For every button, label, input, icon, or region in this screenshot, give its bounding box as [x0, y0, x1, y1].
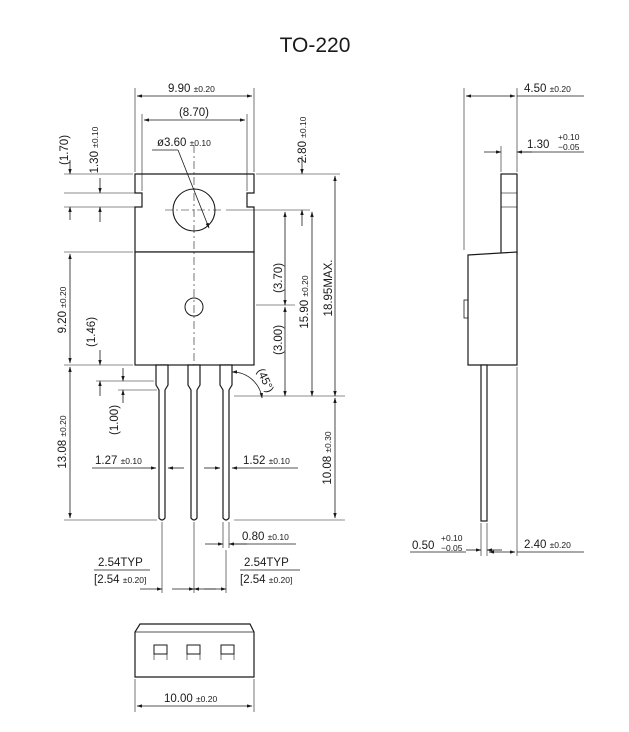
lead-1 — [155, 364, 169, 521]
dim-side-tab-tol-minus: −0.05 — [558, 142, 580, 152]
side-tab — [500, 173, 518, 255]
leads — [155, 364, 233, 521]
dim-inner-width: (8.70) — [179, 107, 209, 119]
dim-lower-step: (3.00) — [273, 325, 285, 355]
side-body — [467, 251, 518, 366]
bottom-pin-1 — [153, 644, 168, 655]
dim-width: 9.90 ±0.20 — [168, 83, 215, 95]
dim-side-thickness: 4.50 ±0.20 — [524, 83, 571, 95]
dim-side-lead: 0.50 — [412, 540, 434, 552]
dim-side-lead-tol-plus: +0.10 — [441, 533, 463, 543]
dim-hole-offset: 2.80 ±0.10 — [297, 116, 309, 163]
side-view: 4.50 ±0.20 1.30 +0.10 −0.05 0.50 +0.10 −… — [410, 83, 584, 556]
dim-angle: (45°) — [254, 367, 276, 395]
dim-lead-total: 13.08 ±0.20 — [57, 415, 69, 468]
dim-body-height: 9.20 ±0.20 — [57, 286, 69, 333]
bottom-pin-3 — [220, 644, 235, 655]
bottom-view: 10.00 ±0.20 — [134, 623, 255, 712]
dim-pitch-left: 2.54TYP — [98, 557, 143, 569]
dim-side-lead-tol-minus: −0.05 — [441, 543, 463, 553]
dim-bottom-width: 10.00 ±0.20 — [164, 693, 217, 705]
angle-arc — [231, 370, 263, 399]
dim-tab-top: (1.70) — [59, 135, 71, 165]
dim-lead-step: (1.00) — [109, 405, 121, 435]
dim-side-tab-tol-plus: +0.10 — [558, 132, 580, 142]
dim-side-tab: 1.30 — [527, 139, 549, 151]
dim-body-to-leads: 15.90 ±0.20 — [299, 275, 311, 328]
dim-pitch-right-bracket: [2.54 ±0.20] — [240, 574, 292, 586]
dim-lead-shoulder: (1.46) — [86, 317, 98, 347]
front-view: 9.90 ±0.20 (8.70) ø3.60 ±0.10 (1.70) 1.3… — [57, 83, 345, 593]
lead-3 — [219, 364, 233, 521]
dim-lead-length: 10.08 ±0.30 — [322, 431, 334, 484]
dim-side-lead-offset: 2.40 ±0.20 — [524, 539, 571, 551]
mounting-tab — [134, 173, 255, 253]
package-title: TO-220 — [280, 34, 351, 57]
dim-hole-diameter: ø3.60 ±0.10 — [157, 137, 211, 149]
dim-pitch-right: 2.54TYP — [244, 557, 289, 569]
plastic-body — [134, 251, 255, 366]
dim-notch-height: 1.30 ±0.10 — [89, 126, 101, 173]
dim-lead-thin: 0.80 ±0.10 — [242, 531, 289, 543]
dim-pitch-left-bracket: [2.54 ±0.20] — [94, 574, 146, 586]
dim-lead-wide-left: 1.27 ±0.10 — [95, 455, 142, 467]
dim-upper-body: (3.70) — [273, 263, 285, 293]
dim-overall-max: 18.95MAX. — [323, 260, 335, 317]
side-lead — [480, 364, 488, 522]
lead-2 — [187, 364, 201, 521]
bottom-pin-2 — [186, 644, 201, 655]
dim-lead-wide-right: 1.52 ±0.10 — [243, 455, 290, 467]
